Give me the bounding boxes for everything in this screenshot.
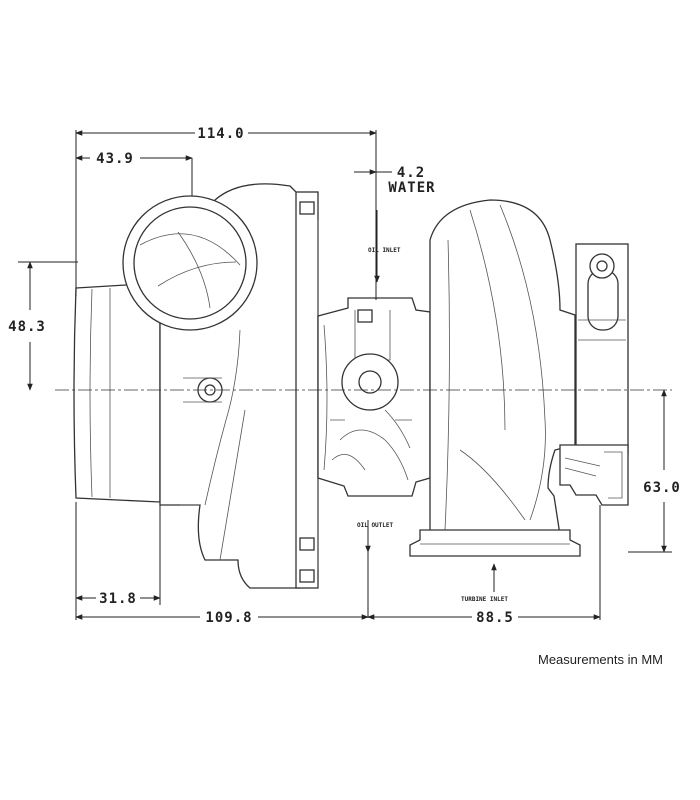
label-oil-outlet: OIL OUTLET xyxy=(357,522,394,529)
compressor-housing xyxy=(73,183,319,589)
dim-water-label: WATER xyxy=(388,180,435,196)
label-oil-inlet: OIL INLET xyxy=(368,247,401,254)
dim-height-right: 63.0 xyxy=(643,480,681,496)
dim-compressor-inlet-offset: 43.9 xyxy=(96,151,134,167)
measurement-caption: Measurements in MM xyxy=(538,652,663,667)
dim-compressor-outlet-offset: 31.8 xyxy=(99,591,137,607)
dim-compressor-to-center: 109.8 xyxy=(205,610,252,626)
dim-water-value: 4.2 xyxy=(397,165,425,181)
center-housing xyxy=(317,297,431,497)
dim-center-to-turbine: 88.5 xyxy=(476,610,514,626)
label-turbine-inlet: TURBINE INLET xyxy=(461,596,508,603)
dim-overall-width: 114.0 xyxy=(197,126,244,142)
dimension-lines xyxy=(18,130,672,620)
turbine-housing xyxy=(409,199,629,557)
dim-height-left: 48.3 xyxy=(8,319,46,335)
